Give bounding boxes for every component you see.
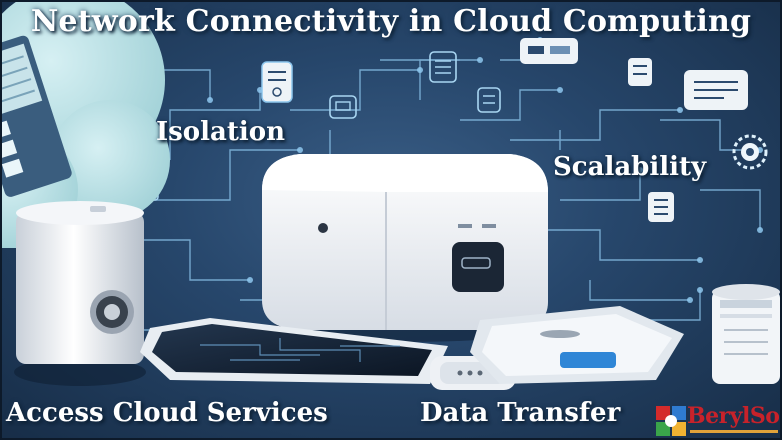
tablet-icon xyxy=(140,318,448,384)
document-icon xyxy=(261,61,293,103)
jar-icon xyxy=(712,284,780,384)
scalability-label: Scalability xyxy=(553,152,707,182)
document-icon xyxy=(329,95,357,119)
brand-logo: BerylSoft xyxy=(656,403,782,436)
isolation-label: Isolation xyxy=(156,117,285,147)
cylinder-server-icon xyxy=(14,201,146,386)
access-cloud-services-label: Access Cloud Services xyxy=(6,398,328,428)
document-icon xyxy=(648,192,674,222)
document-icon xyxy=(429,51,457,83)
berylsoft-logo-icon xyxy=(656,406,686,436)
page-title: Network Connectivity in Cloud Computing xyxy=(30,4,752,39)
gear-icon xyxy=(732,134,768,170)
logo-underline xyxy=(690,430,778,433)
data-transfer-label: Data Transfer xyxy=(420,398,621,428)
tablet-icon xyxy=(470,306,684,384)
server-icon xyxy=(260,154,548,342)
document-icon xyxy=(520,38,578,64)
document-icon xyxy=(628,58,652,86)
logo-text: BerylSoft xyxy=(687,403,782,429)
document-icon xyxy=(477,87,501,113)
document-icon xyxy=(684,70,748,110)
